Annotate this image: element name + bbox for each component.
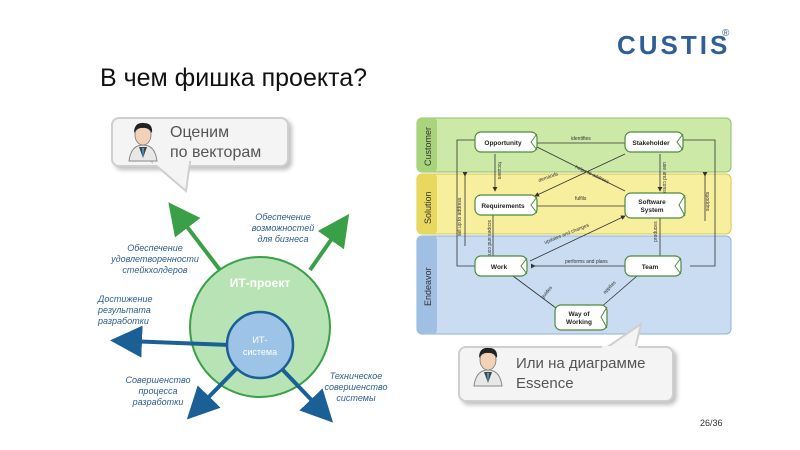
- rel-fulfils: fulfils: [575, 196, 587, 202]
- alpha-requirements: Requirements: [481, 203, 525, 210]
- alpha-way-2: Working: [566, 319, 592, 326]
- page-number: 26/36: [700, 418, 723, 428]
- rel-set-up: set up to address: [457, 197, 463, 236]
- rel-identifies: identifies: [571, 136, 591, 142]
- rel-use-consume: use and consume: [661, 162, 667, 202]
- stakeholders-arrow: [168, 202, 222, 272]
- rel-produces: produces: [653, 221, 659, 242]
- it-system-label-1: ИТ-: [253, 335, 268, 345]
- bubble-right-line1: Или на диаграмме: [516, 355, 646, 372]
- bubble-tail-left: [150, 161, 192, 193]
- it-system-label-2: система: [243, 347, 277, 357]
- vectors-diagram: ИТ-проект ИТ- система: [110, 202, 350, 423]
- alpha-stakeholder: Stakeholder: [632, 140, 670, 147]
- registered-mark: ®: [722, 28, 730, 39]
- business-arrow: [308, 213, 350, 272]
- rel-performs: performs and plans: [565, 259, 608, 265]
- process-arrow: [186, 363, 242, 420]
- person-avatar-icon: [123, 118, 163, 162]
- alpha-way-1: Way of: [568, 311, 590, 318]
- bubble-right-line2: Essence: [516, 375, 574, 392]
- alpha-team: Team: [642, 264, 659, 271]
- custis-logo: CUSTIS: [617, 30, 731, 60]
- it-project-label: ИТ-проект: [230, 276, 291, 290]
- alpha-software-2: System: [640, 207, 663, 214]
- essence-diagram: Customer Solution Endeavor identifies fo…: [416, 117, 732, 335]
- customer-area: [416, 117, 732, 173]
- technical-arrow: [278, 365, 334, 423]
- label-stakeholders: Обеспечение удовлетворенности стейкхолде…: [111, 243, 199, 275]
- area-endeavor: Endeavor: [423, 267, 433, 306]
- person-avatar-icon-2: [468, 343, 508, 387]
- results-arrow: [110, 325, 231, 358]
- area-customer: Customer: [423, 127, 433, 166]
- rel-focuses: focuses: [496, 162, 502, 180]
- alpha-opportunity: Opportunity: [484, 140, 522, 147]
- rel-scopes: scopes and constrain: [486, 220, 492, 267]
- label-business: Обеспечение возможностей для бизнеса: [251, 212, 315, 244]
- rel-supports: supports: [705, 191, 711, 211]
- area-solution: Solution: [423, 191, 433, 224]
- label-process: Совершенство процесса разработки: [125, 375, 191, 407]
- alpha-work: Work: [491, 264, 508, 271]
- page-title: В чем фишка проекта?: [100, 64, 368, 92]
- it-system-circle: [225, 310, 295, 380]
- bubble-left-line1: Оценим: [170, 124, 230, 141]
- bubble-left-line2: по векторам: [170, 144, 262, 161]
- label-results: Достижение результата разработки: [98, 294, 153, 326]
- label-technical: Техническое совершенство системы: [324, 371, 388, 403]
- alpha-software-1: Software: [638, 199, 666, 206]
